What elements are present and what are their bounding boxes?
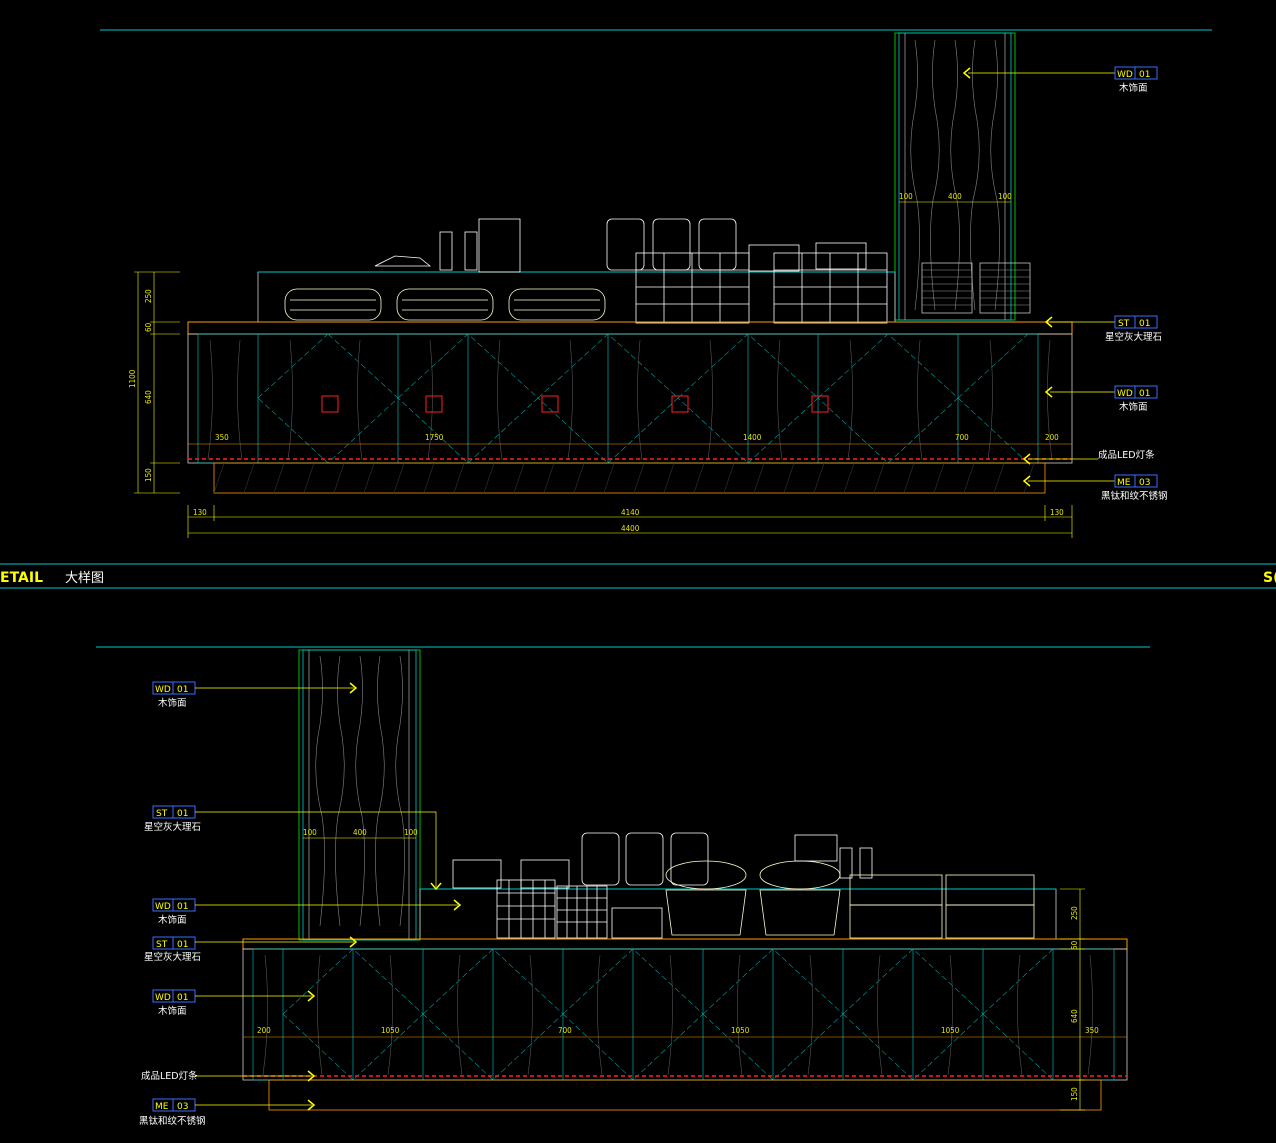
bottom-wood-column: 100 400 100 [298,649,421,941]
top-back-panel [257,271,896,323]
bottom-plinth [268,1079,1102,1111]
top-vdim-1: 250 [144,289,153,303]
bottom-display-items [452,832,1035,939]
bottom-vdim-2: 60 [1070,940,1079,950]
top-tag-5-code: ME [1117,478,1131,488]
bottom-tag-3-code: WD [155,902,171,912]
bottom-column-dim-1: 100 [303,828,317,837]
top-stone-countertop [187,321,1073,335]
top-segment-dim-1: 350 [215,433,229,442]
top-tag-5-desc: 黑钛和纹不锈钢 [1101,490,1168,502]
bottom-column-dim-3: 100 [404,828,418,837]
bottom-tag-5-desc: 木饰面 [158,1005,187,1017]
bottom-tag-2-num: 01 [177,809,188,819]
top-column-dim-1: 100 [899,192,913,201]
bottom-tag-5-num: 01 [177,993,188,1003]
section-title-right: S( [1263,570,1276,586]
bottom-tag-2-desc: 星空灰大理石 [144,821,201,833]
bottom-segment-dim-1: 200 [257,1026,271,1035]
top-total-dim: 4400 [621,524,640,533]
bottom-segment-dim-5: 1050 [941,1026,960,1035]
bottom-tag-7-num: 03 [177,1102,188,1112]
top-base-dim-1: 130 [193,508,207,517]
top-column-dim-2: 400 [948,192,962,201]
top-cabinet-front: 350 1750 1400 700 200 [187,333,1073,464]
bottom-tag-7-code: ME [155,1102,169,1112]
top-material-tags: WD 01 木饰面 ST 01 星空灰大理石 WD 01 木饰面 成品LED灯条 [962,66,1168,502]
bottom-tag-4-num: 01 [177,940,188,950]
top-tag-3-desc: 木饰面 [1119,401,1148,413]
bottom-cabinet-front: 200 1050 700 1050 1050 350 [242,948,1128,1081]
top-vdim-2: 60 [144,322,153,332]
top-tag-3-num: 01 [1139,389,1150,399]
top-tag-4-desc: 成品LED灯条 [1098,449,1155,461]
bottom-segment-dim-3: 700 [558,1026,572,1035]
top-horizontal-dims: 130 4140 130 4400 [187,505,1073,538]
bottom-tag-3-desc: 木饰面 [158,914,187,926]
top-base-dim-2: 4140 [621,508,640,517]
bottom-vdim-4: 150 [1070,1087,1079,1101]
bottom-tag-1-desc: 木饰面 [158,697,187,709]
bottom-tag-6-desc: 成品LED灯条 [141,1070,198,1082]
bottom-tag-2-code: ST [156,809,168,819]
top-segment-dim-2: 1750 [425,433,444,442]
section-title-bar: ETAIL 大样图 S( [0,563,1276,589]
top-segment-dim-5: 200 [1045,433,1059,442]
section-title-cn: 大样图 [65,571,104,586]
top-segment-dim-4: 700 [955,433,969,442]
bottom-tag-1-code: WD [155,685,171,695]
top-plinth [213,462,1046,494]
bottom-tag-4-desc: 星空灰大理石 [144,951,201,963]
bottom-segment-dim-6: 350 [1085,1026,1099,1035]
top-tag-1-num: 01 [1139,70,1150,80]
top-tag-5-num: 03 [1139,478,1150,488]
bottom-tag-3-num: 01 [177,902,188,912]
top-tag-2-num: 01 [1139,319,1150,329]
bottom-tag-5-code: WD [155,993,171,1003]
top-tag-1-code: WD [1117,70,1133,80]
top-vdim-total: 1100 [128,369,137,388]
top-column-dim-3: 100 [998,192,1012,201]
bottom-vdim-1: 250 [1070,906,1079,920]
bottom-back-panel [419,888,1057,940]
bottom-segment-dim-4: 1050 [731,1026,750,1035]
top-tag-2-code: ST [1118,319,1130,329]
section-title-en: ETAIL [0,570,43,586]
top-vertical-dims: 250 60 640 150 1100 [128,271,180,494]
top-vdim-4: 150 [144,468,153,482]
bottom-segment-dim-2: 1050 [381,1026,400,1035]
bottom-material-tags: WD 01 木饰面 ST 01 星空灰大理石 WD 01 木饰面 ST 01 星… [139,681,462,1127]
top-wood-column: 100 400 100 [894,32,1031,321]
bottom-tag-7-desc: 黑钛和纹不锈钢 [139,1115,206,1127]
top-base-dim-3: 130 [1050,508,1064,517]
top-segment-dim-3: 1400 [743,433,762,442]
top-vdim-3: 640 [144,390,153,404]
bottom-vdim-3: 640 [1070,1009,1079,1023]
bottom-vertical-dims: 250 60 640 150 [1060,888,1085,1111]
top-dispensers [374,218,888,324]
top-chafing-dishes [284,288,606,321]
bottom-elevation: 100 400 100 [96,646,1150,1127]
top-tag-2-desc: 星空灰大理石 [1105,331,1162,343]
top-elevation: 100 400 100 [100,29,1212,538]
bottom-column-dim-2: 400 [353,828,367,837]
top-tag-3-code: WD [1117,389,1133,399]
top-tag-1-desc: 木饰面 [1119,82,1148,94]
bottom-tag-1-num: 01 [177,685,188,695]
bottom-tag-4-code: ST [156,940,168,950]
